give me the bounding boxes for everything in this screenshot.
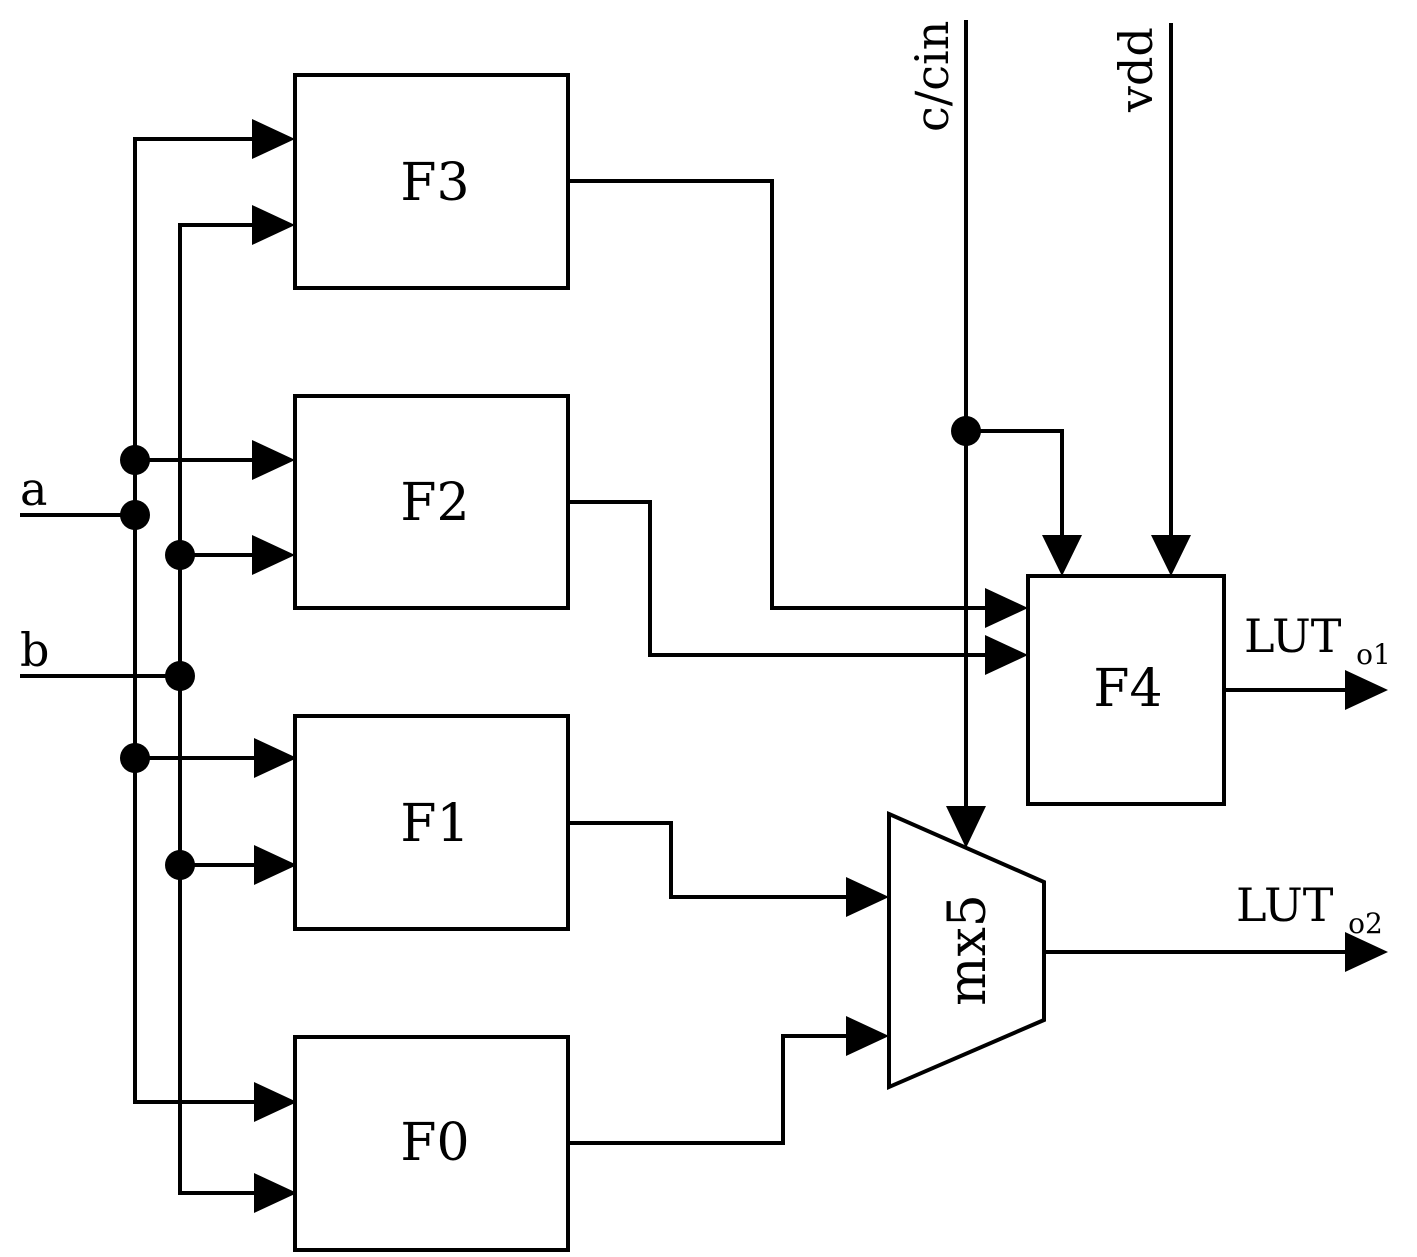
junction-b-f2: [165, 540, 195, 570]
block-f2: [293, 394, 570, 610]
block-f4: [1026, 574, 1226, 806]
arrow-c-cin-mux: [946, 806, 986, 848]
output-lut-o2-sub: o2: [1348, 907, 1383, 940]
output-lut-o1-main: LUT: [1244, 609, 1342, 663]
lut-f2: F2: [293, 394, 570, 610]
block-f2-label: F2: [400, 473, 469, 533]
input-vdd-label: vdd: [1109, 27, 1163, 113]
arrow-a-f3: [252, 119, 295, 159]
junction-a-f2: [120, 445, 150, 475]
input-a-label: a: [20, 462, 47, 516]
block-f4-label: F4: [1093, 659, 1162, 719]
block-f1-label: F1: [400, 794, 469, 854]
lut-f1: F1: [293, 714, 570, 931]
wire-c-cin-to-f4: [964, 429, 1064, 540]
arrow-f2-f4: [985, 635, 1028, 675]
arrow-lut-o1: [1345, 670, 1388, 710]
arrow-a-f2: [252, 440, 295, 480]
input-bus: [20, 119, 297, 1213]
junction-c-cin: [951, 416, 981, 446]
junction-a-input: [120, 500, 150, 530]
wire-f2-to-f4: [566, 500, 992, 657]
arrow-c-cin-f4: [1042, 535, 1082, 576]
lut-f4: F4: [1026, 574, 1226, 806]
outputs: LUT o1 LUT o2: [1042, 609, 1391, 972]
block-f3-label: F3: [400, 153, 469, 213]
block-f3: [293, 73, 570, 290]
input-b-label: b: [20, 623, 49, 677]
arrow-f1-mux: [846, 877, 889, 917]
output-lut-o1-sub: o1: [1356, 638, 1391, 671]
block-f1: [293, 714, 570, 931]
wire-f1-to-mux: [566, 821, 852, 899]
control-inputs: [946, 20, 1191, 848]
lut-f0: F0: [293, 1035, 570, 1252]
junction-b-input: [165, 661, 195, 691]
output-lut-o2-label: LUT o2: [1236, 878, 1383, 940]
arrow-f0-mux: [846, 1016, 889, 1056]
block-mux-label: mx5: [938, 894, 998, 1006]
wire-f0-to-mux: [566, 1034, 852, 1145]
lut-output-wires: [566, 179, 1028, 1145]
arrow-vdd-f4: [1151, 535, 1191, 576]
arrow-b-f1: [254, 845, 297, 885]
junction-a-f1: [120, 743, 150, 773]
arrow-b-f2: [252, 535, 295, 575]
lut-f3: F3: [293, 73, 570, 290]
arrow-a-f0: [254, 1082, 297, 1122]
block-f0: [293, 1035, 570, 1252]
output-lut-o1-label: LUT o1: [1244, 609, 1391, 671]
arrow-b-f0: [254, 1173, 297, 1213]
input-c-cin-label: c/cin: [905, 21, 959, 132]
output-lut-o2-main: LUT: [1236, 878, 1334, 932]
arrow-a-f1: [254, 738, 297, 778]
junction-b-f1: [165, 850, 195, 880]
block-f0-label: F0: [400, 1113, 469, 1173]
block-mux: [887, 810, 1046, 1091]
arrow-f3-f4: [985, 588, 1028, 628]
arrow-b-f3: [252, 205, 295, 245]
mux-mx5: mx5: [887, 810, 1046, 1091]
wire-f3-to-f4: [566, 179, 992, 610]
arrow-lut-o2: [1345, 932, 1388, 972]
